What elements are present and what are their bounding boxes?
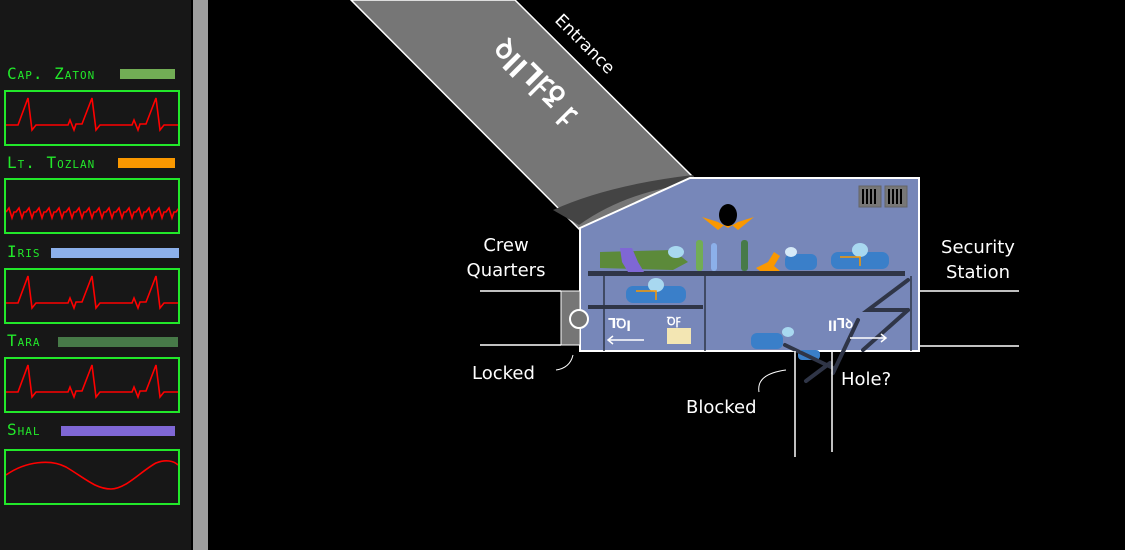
crew-figures xyxy=(696,240,780,271)
sine-waveform xyxy=(6,460,178,490)
health-bar-cap-zaton xyxy=(120,69,175,79)
security-station-line1: Security xyxy=(941,237,1015,258)
ecg-waveform xyxy=(6,275,178,311)
blue-hover-car xyxy=(785,247,817,270)
blocked-label: Blocked xyxy=(686,397,757,418)
crew-name-iris: Iris xyxy=(7,242,41,261)
crew-quarters-line1: Crew xyxy=(483,235,529,256)
vitals-monitor-tara xyxy=(4,357,180,413)
entrance-corridor[interactable] xyxy=(349,0,695,230)
health-bar-iris xyxy=(51,248,179,258)
map-canvas: ꞀꝹꞁ ꝹꝻ ꞁꞁꞀꝺ ꝺꞁꞁꞀꝻꝿ ꝼ Entrance xyxy=(349,0,1019,457)
security-station-label: Security Station xyxy=(926,235,1030,285)
ecg-waveform xyxy=(6,364,178,400)
hole-label: Hole? xyxy=(841,369,892,390)
locked-label: Locked xyxy=(472,363,535,384)
vitals-monitor-shal xyxy=(4,449,180,505)
security-station-line2: Station xyxy=(946,262,1010,283)
crew-name-shal: Shal xyxy=(7,420,41,439)
health-bar-shal xyxy=(61,426,175,436)
blue-hover-car xyxy=(626,278,686,303)
purple-creature xyxy=(620,248,644,272)
blue-hover-car xyxy=(831,243,889,269)
crew-sidebar: Cap. Zaton Lt. Tozlan Iris Tara Shal xyxy=(0,0,191,550)
vitals-monitor-cap-zaton xyxy=(4,90,180,146)
arrow-left-icon xyxy=(606,335,614,345)
winged-emblem-icon xyxy=(702,204,754,230)
health-bar-tara xyxy=(58,337,178,347)
upper-shelf xyxy=(588,271,905,276)
panel-divider xyxy=(193,0,208,550)
alien-sign-right: ꞁꞁꞀꝺ xyxy=(828,317,853,332)
vent-icon xyxy=(858,185,908,208)
arrow-right-icon xyxy=(880,333,888,343)
health-bar-lt-tozlan xyxy=(118,158,175,168)
ecg-waveform xyxy=(6,97,178,133)
corridor-debris xyxy=(553,175,698,225)
alien-sign-left: ꞀꝹꞁ xyxy=(608,317,631,332)
map-panel-icon[interactable] xyxy=(667,328,691,344)
debris-beams xyxy=(783,278,910,383)
ecg-fast-waveform xyxy=(6,206,178,221)
crew-quarters-line2: Quarters xyxy=(466,260,546,281)
locked-arrow xyxy=(555,354,574,371)
vitals-monitor-lt-tozlan xyxy=(4,178,180,234)
crew-name-tara: Tara xyxy=(7,331,41,350)
lower-shelf xyxy=(588,305,703,309)
crew-name-cap-zaton: Cap. Zaton xyxy=(7,64,96,83)
crew-name-lt-tozlan: Lt. Tozlan xyxy=(7,153,96,172)
blocked-arrow xyxy=(758,369,787,393)
vitals-monitor-iris xyxy=(4,268,180,324)
alien-sign-small: ꝹꝻ xyxy=(666,315,682,328)
base-map: ꞀꝹꞁ ꝹꝻ ꞁꞁꞀꝺ ꝺꞁꞁꞀꝻꝿ ꝼ Entrance Crew Quart… xyxy=(208,0,1125,550)
crew-quarters-label: Crew Quarters xyxy=(451,233,561,283)
door-lock-icon[interactable] xyxy=(569,309,589,329)
